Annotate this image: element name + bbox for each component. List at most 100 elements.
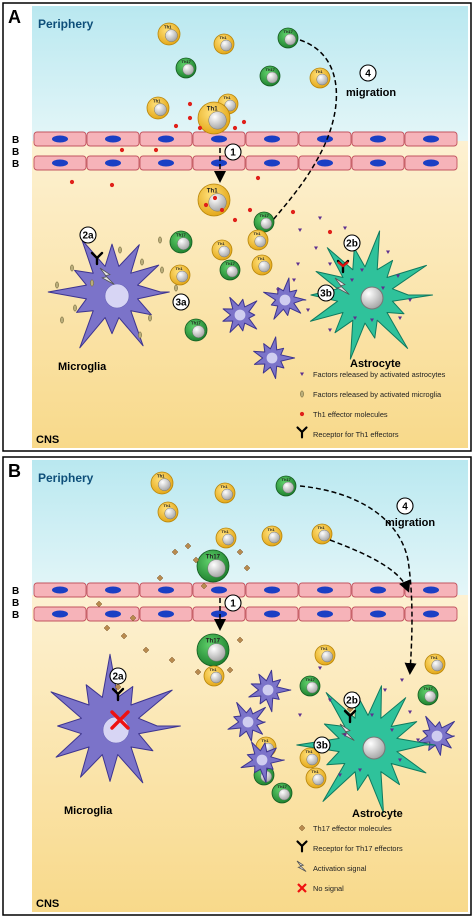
th1-cell-nucleus [254, 235, 266, 248]
th17-cell: Th17 [417, 684, 439, 706]
th17-cell: Th17 [196, 549, 230, 583]
blood-brain-barrier: BBB [12, 131, 458, 171]
th1-effector-molecule [232, 217, 238, 223]
small-microglia-nucleus [256, 754, 268, 766]
endothelial-nucleus [370, 135, 386, 143]
th1-effector-molecule [212, 195, 218, 201]
astrocyte-factor [408, 298, 412, 302]
microglia-label: Microglia [64, 805, 113, 817]
step-marker-circle [224, 143, 242, 161]
th17-effector-molecule [156, 574, 164, 582]
th1-cell-nucleus [318, 529, 330, 542]
th17-effector-molecule [120, 632, 128, 640]
astrocyte-factor [383, 688, 387, 692]
migration-label: migration [385, 517, 435, 529]
small-microglia-cell [248, 669, 292, 713]
th1-cell-label: Th1 [222, 529, 230, 534]
th1-effector-molecule [69, 179, 75, 185]
astrocyte-factor [396, 274, 400, 278]
step-marker-label: 2b [346, 239, 358, 250]
astrocyte-factor [300, 372, 304, 376]
endothelial-nucleus [423, 135, 439, 143]
th17-cell-label: Th17 [176, 233, 186, 238]
th1-cell-nucleus [220, 39, 232, 52]
microglia-label: Microglia [58, 361, 107, 373]
step-marker-label: 3b [320, 289, 332, 300]
microglia-factor [60, 316, 64, 324]
th1-cell-nucleus [316, 73, 328, 86]
th17-cell: Th17 [169, 230, 193, 254]
barrier-label-mid: B [12, 598, 19, 609]
astrocyte-factor [416, 738, 420, 742]
legend: Factors released by activated astrocytes… [296, 370, 446, 439]
th1-cell-label: Th1 [210, 667, 218, 672]
step-marker-circle [109, 667, 127, 685]
step-marker-label: 3a [175, 298, 187, 309]
th17-cell: Th17 [277, 27, 299, 49]
small-microglia-nucleus [234, 309, 246, 321]
th1-effector-molecule [299, 411, 305, 417]
th1-cell: Th1 [146, 96, 170, 120]
th1-cell-label: Th1 [207, 105, 218, 112]
endothelial-nucleus [211, 586, 227, 594]
th1-cell-label: Th1 [268, 527, 276, 532]
step-marker: 2b [343, 234, 361, 252]
astrocyte-factor [350, 278, 354, 282]
endothelial-nucleus [370, 610, 386, 618]
receptor-shape [111, 687, 125, 702]
th17-cell: Th17 [196, 633, 230, 667]
th1-cell-nucleus [268, 531, 280, 544]
th17-cell: Th17 [253, 211, 275, 233]
th1-cell: Th1 [314, 644, 336, 666]
activation-signal [339, 723, 355, 741]
th1-cell: Th1 [213, 33, 235, 55]
endothelial-nucleus [158, 610, 174, 618]
th1-cell: Th1 [150, 471, 174, 495]
th17-cell-label: Th17 [424, 686, 434, 691]
receptor [296, 840, 308, 853]
th17-effector-molecule [200, 582, 208, 590]
step-marker: 4 [396, 497, 414, 515]
microglia-factor [90, 279, 94, 287]
endothelial-nucleus [423, 586, 439, 594]
periphery-label: Periphery [38, 471, 94, 485]
th17-cell-nucleus [192, 325, 205, 338]
th1-effector-molecule [173, 123, 179, 129]
th17-cell-nucleus [284, 33, 296, 46]
th17-cell-nucleus [306, 681, 318, 694]
legend-item-2: Receptor for Th17 effectors [313, 844, 403, 853]
microglia-factor [73, 304, 77, 312]
endothelial-nucleus [52, 135, 68, 143]
astrocyte-nucleus [360, 286, 384, 310]
th1-cell-nucleus [321, 650, 333, 663]
th1-cell-nucleus [176, 270, 188, 283]
microglia-factor [70, 264, 74, 272]
th17-effector-molecule [192, 556, 200, 564]
th17-cell-nucleus [424, 690, 436, 703]
th17-cell-nucleus [278, 788, 290, 801]
small-microglia-cell [227, 702, 266, 742]
astrocyte-factor [318, 666, 322, 670]
endothelial-nucleus [211, 135, 227, 143]
cns-label: CNS [36, 434, 59, 446]
th1-effector-molecule [153, 147, 159, 153]
th1-cell: Th1 [215, 527, 237, 549]
th1-cell: Th1 [203, 665, 225, 687]
th17-effector-molecule [103, 624, 111, 632]
step-marker: 2b [343, 691, 361, 709]
astrocyte-factor [298, 228, 302, 232]
endothelial-nucleus [52, 159, 68, 167]
astrocyte-factor [306, 308, 310, 312]
th1-cell-nucleus [258, 260, 270, 273]
astrocyte-factor [358, 768, 362, 772]
th17-effector-molecule [142, 646, 150, 654]
th1-cell: Th1 [261, 525, 283, 547]
th1-cell-label: Th1 [318, 525, 326, 530]
barrier-label-top: B [12, 586, 19, 597]
th17-effector-molecule [243, 564, 251, 572]
th1-cell-nucleus [218, 245, 230, 258]
legend-item-2: Factors released by activated microglia [313, 390, 442, 399]
th17-cell-nucleus [182, 63, 194, 76]
